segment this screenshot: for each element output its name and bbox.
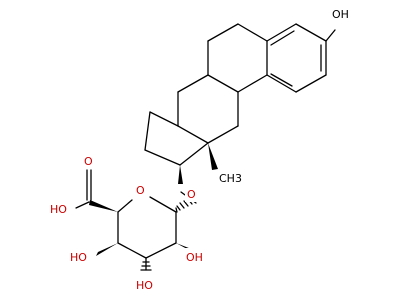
methyl-wedge	[208, 143, 218, 170]
aromatic-ring-a	[266, 23, 327, 93]
c3-oh-label: HO	[136, 279, 153, 292]
atom-labels: OH CH3 O O O HO HO HO OH	[48, 4, 355, 292]
phenol-oh-label: OH	[332, 8, 349, 21]
carboxyl-oh-label: HO	[50, 203, 67, 216]
ring-b	[207, 23, 268, 93]
glycosidic-o-label: O	[187, 188, 196, 201]
c4-oh-label: OH	[186, 251, 203, 264]
glycosidic-wedge	[178, 165, 183, 184]
ring-d	[144, 111, 209, 166]
phenol-oh-bond	[325, 29, 336, 42]
c2-oh-label: HO	[70, 251, 87, 264]
ring-c	[177, 74, 239, 144]
carboxyl-group	[75, 169, 118, 212]
carboxyl-o-label: O	[84, 155, 93, 168]
glucuronide-ring	[117, 196, 177, 259]
ring-o-label: O	[136, 184, 145, 197]
methyl-label: CH3	[219, 172, 242, 185]
